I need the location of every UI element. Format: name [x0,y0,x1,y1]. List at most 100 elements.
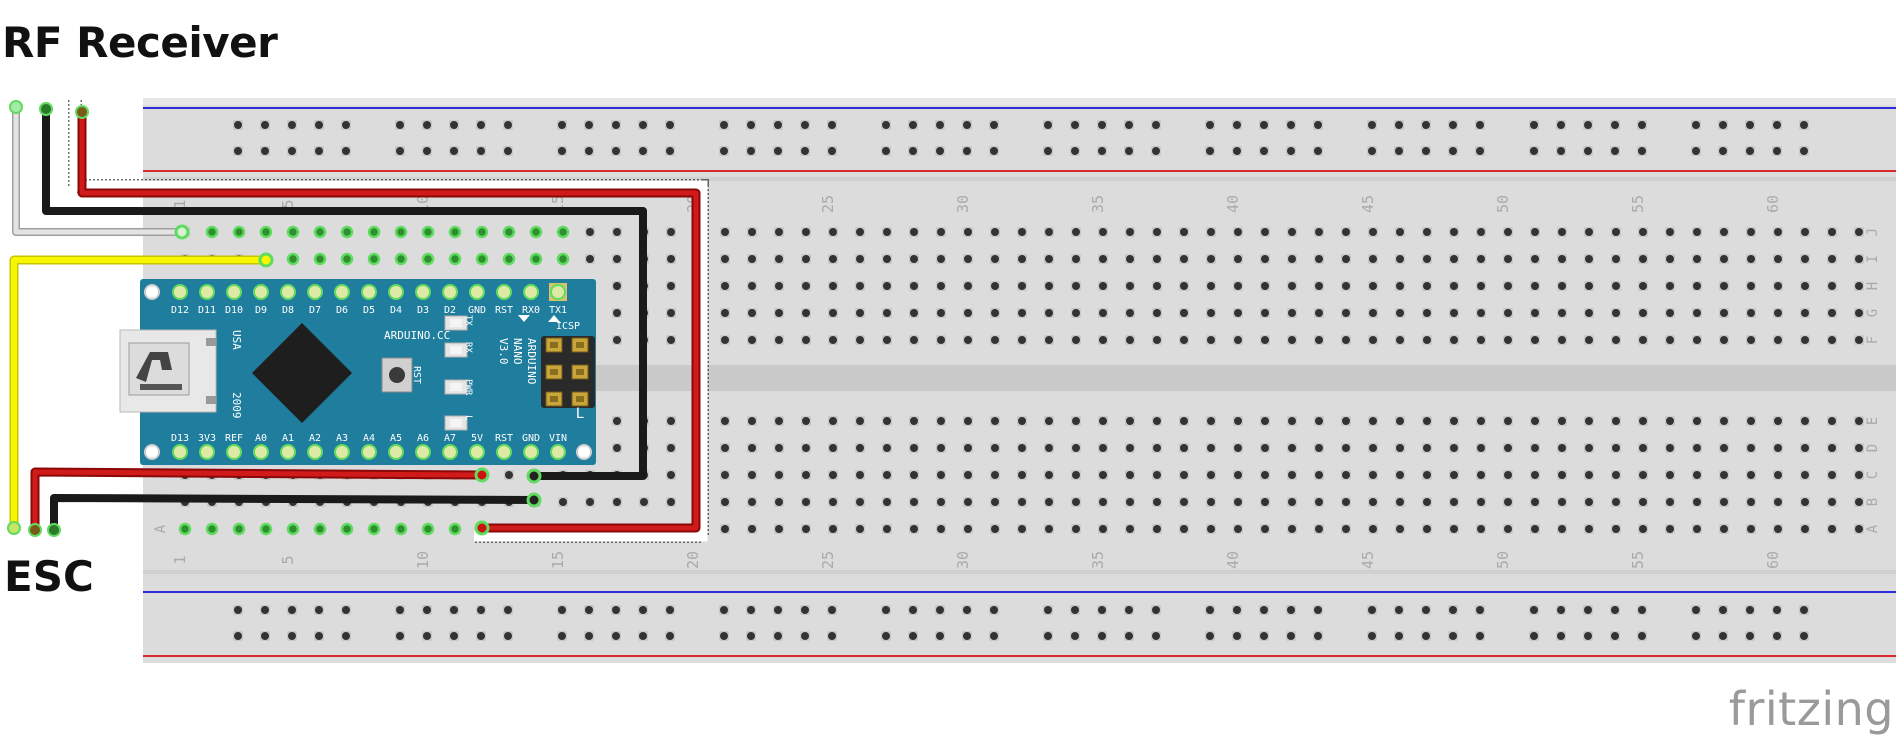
breadboard-hole [1801,336,1809,344]
breadboard-hole [1288,471,1296,479]
breadboard-hole [937,228,945,236]
pin-label: A5 [390,433,402,444]
rail-hole [1773,121,1781,129]
rail-hole [504,632,512,640]
pin-label: A3 [336,433,348,444]
rail-hole [1260,147,1268,155]
breadboard-hole [1666,444,1674,452]
breadboard-hole [1369,471,1377,479]
breadboard-hole [1315,255,1323,263]
breadboard-hole [1180,525,1188,533]
breadboard-hole [883,282,891,290]
breadboard-hole [1126,228,1134,236]
breadboard-hole [802,282,810,290]
breadboard-hole [1396,471,1404,479]
rail-hole [666,606,674,614]
breadboard-hole [1018,525,1026,533]
breadboard-hole [1315,498,1323,506]
breadboard-hole [1720,417,1728,425]
breadboard-hole [1612,498,1620,506]
breadboard-hole [1450,282,1458,290]
column-number: 55 [1629,195,1647,213]
rail-hole [585,632,593,640]
breadboard-hole [856,471,864,479]
rail-hole [1071,606,1079,614]
pin-label: D11 [198,305,216,316]
rail-hole [1098,147,1106,155]
breadboard-hole [640,498,648,506]
breadboard-hole [1288,336,1296,344]
rail-hole [1719,147,1727,155]
rail-hole [234,632,242,640]
rail-hole [423,147,431,155]
breadboard-hole [1801,525,1809,533]
breadboard-hole [910,282,918,290]
rail-hole [1044,147,1052,155]
breadboard-hole [991,255,999,263]
rail-hole [1557,606,1565,614]
breadboard-hole [1261,336,1269,344]
rail-hole [1125,606,1133,614]
breadboard-hole [367,225,381,239]
rail-hole [639,147,647,155]
breadboard-hole [1072,309,1080,317]
breadboard-hole [1153,309,1161,317]
breadboard-hole [1234,498,1242,506]
breadboard-hole [1072,417,1080,425]
rail-hole [882,121,890,129]
rail-hole [315,121,323,129]
breadboard-hole [1261,309,1269,317]
arduino-pin [172,444,188,460]
breadboard-hole [883,471,891,479]
year-text: 2009 [230,392,243,419]
rail-hole [585,121,593,129]
pin-label: GND [522,433,540,444]
mini-usb-connector [119,329,217,413]
breadboard-hole [1234,444,1242,452]
breadboard-hole [1072,336,1080,344]
breadboard-hole [1450,309,1458,317]
breadboard-hole [1396,255,1404,263]
breadboard-hole [1369,228,1377,236]
breadboard-hole [667,309,675,317]
pin-label: VIN [549,433,567,444]
breadboard-hole [1342,471,1350,479]
arduino-pins [144,283,592,460]
arduino-pin [334,284,350,300]
breadboard-hole [991,498,999,506]
pin-label: D10 [225,305,243,316]
rail-hole [801,632,809,640]
breadboard-hole [1774,444,1782,452]
usa-text: USA [230,330,243,350]
breadboard-hole [313,252,327,266]
breadboard-hole [259,522,273,536]
breadboard-hole [1747,282,1755,290]
rail-hole [747,147,755,155]
rail-hole [477,606,485,614]
breadboard-hole [1693,255,1701,263]
breadboard-hole [556,252,570,266]
rail-hole [801,147,809,155]
rail-hole [1530,606,1538,614]
column-number: 15 [549,551,567,569]
rail-hole [1395,606,1403,614]
breadboard-hole [613,309,621,317]
breadboard-hole [1423,444,1431,452]
breadboard-hole [1072,444,1080,452]
breadboard-hole [1774,282,1782,290]
breadboard-hole [1450,336,1458,344]
breadboard-hole [1342,525,1350,533]
rail-hole [1368,121,1376,129]
model-text: ARDUINO [525,338,538,384]
breadboard-hole [1585,471,1593,479]
breadboard-hole [1045,255,1053,263]
rail-hole [1476,121,1484,129]
breadboard-hole [991,309,999,317]
rail-hole [396,606,404,614]
rail-hole [1584,606,1592,614]
breadboard-hole [232,225,246,239]
rail-hole [1800,606,1808,614]
rail-hole [1746,121,1754,129]
breadboard-hole [775,228,783,236]
breadboard-hole [775,309,783,317]
